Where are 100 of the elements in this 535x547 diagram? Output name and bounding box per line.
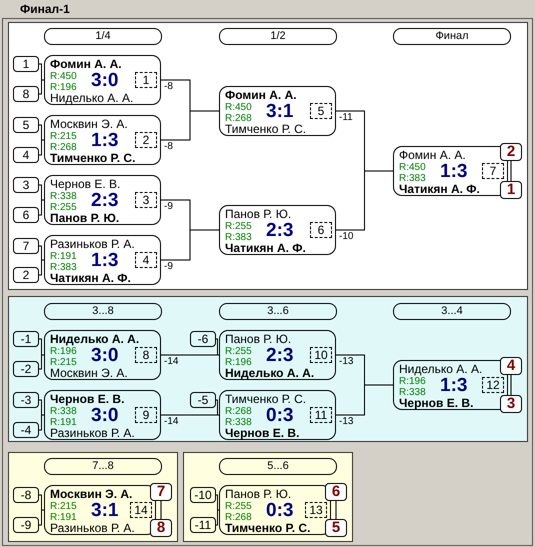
bracket-line	[216, 510, 220, 526]
seed-number: 1	[13, 56, 39, 72]
bracket-line	[336, 384, 394, 416]
player-name: Панов Р. Ю.	[225, 332, 292, 346]
seed-number: -6	[190, 331, 216, 347]
seed-number: -4	[13, 422, 39, 438]
player-name: Ниделько А. А.	[50, 332, 140, 346]
match-score: 3:0	[91, 405, 118, 427]
edge-label: -10	[338, 231, 354, 242]
player-name: Тимченко Р. С.	[225, 122, 306, 136]
player-name: Разиньков Р. А.	[50, 426, 135, 440]
rating: R:450	[50, 71, 77, 82]
match-number: 6	[310, 222, 332, 238]
edge-label: -13	[338, 416, 354, 427]
player-name: Панов Р. Ю.	[225, 487, 292, 501]
match-card	[44, 55, 161, 105]
rating: R:268	[50, 142, 77, 153]
match-card	[44, 390, 161, 440]
round-header: 3...6	[219, 303, 337, 320]
player-name: Фомин А. А.	[225, 88, 297, 102]
seed-number: 4	[13, 147, 39, 163]
match-score: 1:3	[440, 161, 468, 183]
round-header: 1/4	[44, 28, 162, 45]
bracket-line	[216, 400, 220, 416]
edge-label: -9	[163, 201, 174, 212]
player-name: Фомин А. А.	[399, 148, 466, 162]
seed-number: -10	[190, 487, 216, 503]
seed-number: -11	[190, 517, 216, 533]
player-name: Чернов Е. В.	[399, 396, 474, 410]
place-number: 1	[500, 181, 522, 199]
match-score: 0:3	[266, 500, 294, 522]
match-score: 3:1	[91, 500, 118, 522]
player-name: Тимченко Р. С.	[225, 392, 306, 406]
bracket-line	[510, 374, 512, 396]
rating: R:196	[399, 376, 426, 387]
player-name: Разиньков Р. А.	[50, 237, 135, 251]
bracket-panel	[8, 452, 178, 542]
rating: R:255	[50, 202, 77, 213]
match-score: 2:3	[266, 220, 294, 242]
place-number: 7	[150, 483, 172, 501]
player-name: Фомин А. А.	[50, 57, 122, 71]
bracket-line	[510, 160, 512, 182]
match-score: 1:3	[91, 130, 118, 152]
rating: R:255	[225, 346, 252, 357]
match-number: 4	[135, 252, 157, 268]
bracket-line	[216, 494, 220, 510]
rating: R:338	[399, 387, 426, 398]
place-number: 3	[500, 395, 522, 413]
rating: R:338	[50, 191, 77, 202]
match-number: 7	[482, 163, 504, 179]
match-score: 2:3	[91, 190, 118, 212]
bracket-line	[38, 510, 44, 526]
bracket-line	[160, 414, 220, 416]
match-card	[219, 86, 336, 136]
rating: R:215	[50, 131, 77, 142]
seed-number: 3	[13, 177, 39, 193]
match-number: 12	[482, 377, 504, 393]
rating: R:196	[225, 357, 252, 368]
bracket-line	[38, 200, 44, 216]
bracket-line	[38, 246, 44, 260]
match-number: 5	[310, 103, 332, 119]
place-number: 5	[325, 519, 347, 537]
round-header: 3...8	[44, 303, 162, 320]
bracket-line	[160, 230, 220, 260]
match-score: 3:0	[91, 345, 118, 367]
edge-label: -13	[338, 356, 354, 367]
seed-number: 7	[13, 238, 39, 254]
bracket-line	[38, 414, 44, 430]
edge-label: -14	[163, 416, 180, 427]
seed-number: -1	[13, 331, 39, 347]
match-score: 3:0	[91, 70, 118, 92]
match-number: 2	[135, 132, 157, 148]
player-name: Чатикян А. Ф.	[50, 271, 131, 285]
bracket-line	[38, 400, 44, 416]
bracket-line	[38, 338, 44, 356]
player-name: Чернов Е. В.	[50, 177, 120, 191]
rating: R:383	[399, 173, 426, 184]
bracket-panel	[183, 452, 353, 542]
player-name: Панов Р. Ю.	[50, 211, 120, 225]
place-number: 6	[325, 483, 347, 501]
place-number: 2	[500, 143, 522, 161]
match-number: 11	[310, 407, 332, 423]
rating: R:255	[225, 501, 252, 512]
player-name: Чатикян А. Ф.	[225, 241, 306, 255]
rating: R:268	[225, 113, 252, 124]
bracket-panel	[8, 22, 528, 290]
seed-number: 6	[13, 207, 39, 223]
match-card	[219, 205, 336, 255]
match-card	[44, 330, 161, 380]
seed-number: -2	[13, 361, 39, 377]
place-number: 8	[150, 519, 172, 537]
rating: R:191	[50, 512, 77, 523]
edge-label: -8	[163, 141, 174, 152]
player-name: Панов Р. Ю.	[225, 207, 292, 221]
player-name: Ниделько А. А.	[399, 362, 482, 376]
round-header: 5...6	[219, 458, 337, 475]
edge-label: -8	[163, 81, 174, 92]
seed-number: 5	[13, 117, 39, 133]
match-number: 13	[305, 502, 327, 518]
seed-number: 8	[13, 86, 39, 102]
